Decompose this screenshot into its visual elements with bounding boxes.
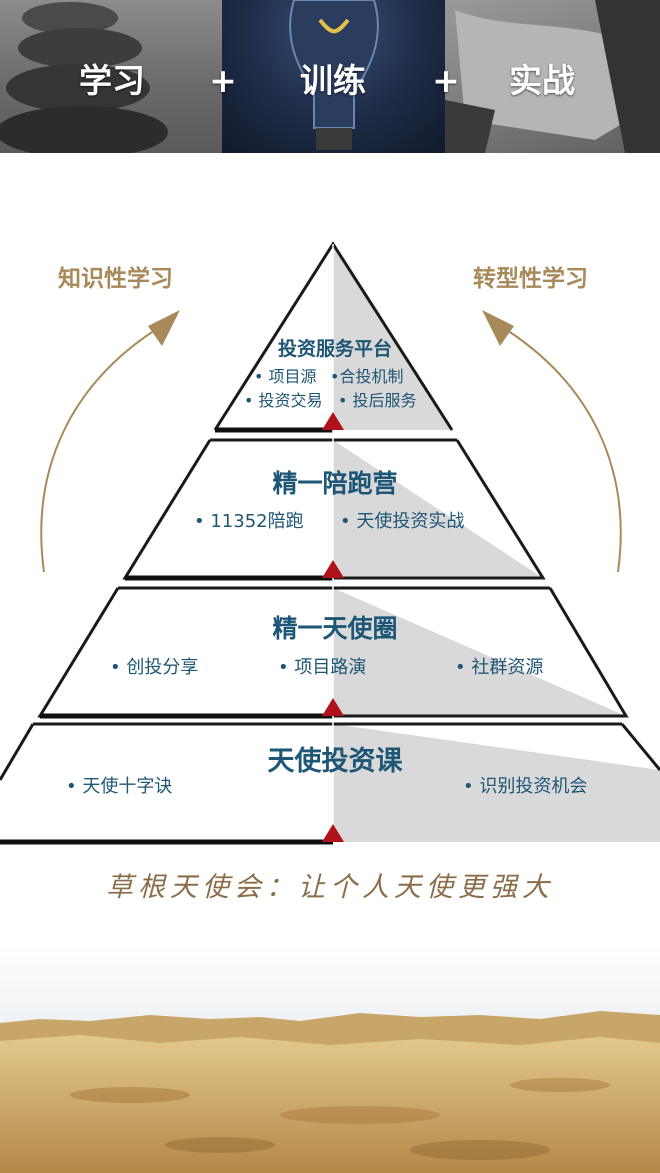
center-markers: [322, 412, 344, 842]
tier-3-marker: [322, 698, 344, 716]
top-banner: 学习 + 训练 + 实战: [0, 0, 660, 153]
tier-3-item: • 社群资源: [455, 657, 544, 678]
banner-word-practice: 实战: [509, 61, 575, 100]
tier-4-title: 天使投资课: [267, 746, 403, 777]
label-transformational-learning: 转型性学习: [473, 266, 588, 292]
tier-2-marker: [322, 560, 344, 578]
stacked-stones-image: [0, 2, 168, 153]
tier-1-item: • 投后服务: [338, 391, 417, 410]
tier-1-item: • 项目源: [254, 367, 317, 386]
stones-photo-panel: [0, 0, 222, 153]
tier-1-marker: [322, 412, 344, 430]
label-knowledge-learning: 知识性学习: [58, 266, 173, 292]
tier-4-shade: [333, 724, 660, 842]
handshake-photo-panel: [445, 0, 660, 153]
slogan: 草根天使会：让个人天使更强大: [106, 872, 554, 903]
desert-landscape-image: [0, 945, 660, 1173]
lightbulb-image: [289, 0, 379, 150]
left-arc-arrow: [40, 321, 169, 573]
tier-1-item: • 投资交易: [244, 391, 323, 410]
tier-1-item: •合投机制: [330, 367, 404, 386]
tier-4-item: • 识别投资机会: [463, 776, 588, 797]
tier-bottom-lines: [0, 427, 333, 845]
right-arc-arrow: [493, 321, 622, 573]
tier-3-shade: [333, 588, 626, 716]
tier-3-item: • 创投分享: [110, 657, 199, 678]
lightbulb-photo-panel: [222, 0, 445, 153]
left-arrowhead: [148, 310, 180, 346]
tier-3-item: • 项目路演: [278, 657, 367, 678]
banner-word-training: 训练: [300, 61, 366, 100]
banner-word-study: 学习: [79, 61, 145, 100]
right-arrowhead: [482, 310, 514, 346]
tier-3-title: 精一天使圈: [272, 614, 398, 643]
tier-1-title: 投资服务平台: [277, 338, 392, 360]
tier-4-marker: [322, 824, 344, 842]
tier-2-item: • 天使投资实战: [340, 511, 465, 532]
tier-2-item: • 11352陪跑: [194, 511, 304, 532]
tier-4-item: • 天使十字诀: [66, 776, 173, 797]
tier-2-title: 精一陪跑营: [272, 469, 398, 498]
banner-plus-1: +: [209, 61, 237, 100]
side-arrows: [40, 321, 622, 573]
handshake-image: [445, 0, 660, 153]
banner-plus-2: +: [432, 61, 460, 100]
tier-2-shade: [333, 440, 543, 578]
